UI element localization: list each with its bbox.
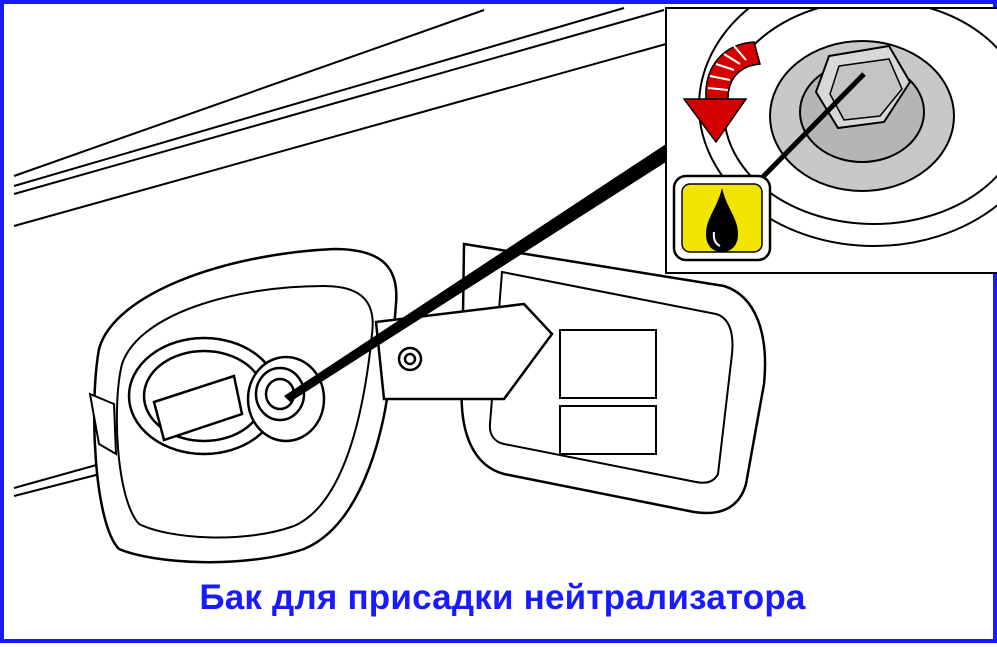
additive-tank-cap [246,355,326,443]
detail-inset [666,8,997,273]
inset-border [665,7,997,274]
car-body-lines [13,7,667,497]
diagram-caption: Бак для присадки нейтрализатора [199,578,806,617]
door-hinge [374,302,554,401]
oil-drop-icon [672,174,772,262]
illustration [13,7,997,564]
callout-leader [284,144,666,402]
curved-arrow-counterclockwise-icon [682,41,761,144]
fuel-door [460,242,767,515]
fuel-filler-neck [127,336,281,456]
